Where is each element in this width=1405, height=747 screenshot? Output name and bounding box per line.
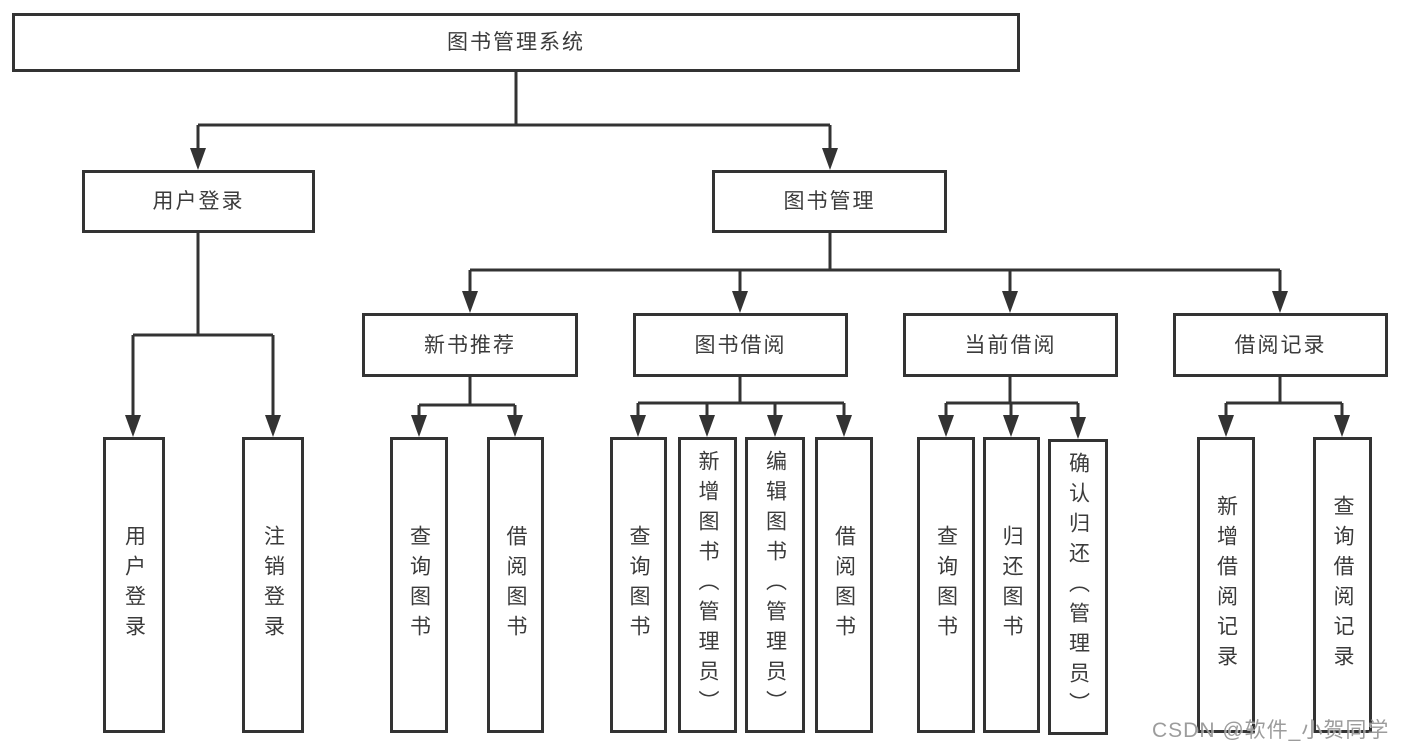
csdn-watermark: CSDN @软件_小贺同学 [1152, 719, 1390, 742]
leaf-bb-query-books: 查询图书 [610, 437, 667, 733]
leaf-cb-return-books: 归还图书 [983, 437, 1040, 733]
leaf-bb-add-book-admin: 新增图书（管理员） [678, 437, 737, 733]
leaf-cb-confirm-return-admin: 确认归还（管理员） [1048, 439, 1108, 735]
node-book-management: 图书管理 [712, 170, 947, 233]
leaf-label: 查询图书 [407, 525, 431, 645]
node-new-book-recommend: 新书推荐 [362, 313, 578, 377]
node-book-borrow: 图书借阅 [633, 313, 848, 377]
leaf-label: 编辑图书（管理员） [763, 450, 787, 720]
leaf-label: 查询借阅记录 [1331, 495, 1354, 675]
leaf-label: 归还图书 [1000, 525, 1023, 645]
leaf-bb-borrow-books: 借阅图书 [815, 437, 873, 733]
node-library-system: 图书管理系统 [12, 13, 1020, 72]
leaf-br-query-record: 查询借阅记录 [1313, 437, 1372, 733]
leaf-nb-borrow-books: 借阅图书 [487, 437, 544, 733]
node-borrow-records: 借阅记录 [1173, 313, 1388, 377]
node-user-login: 用户登录 [82, 170, 315, 233]
leaf-label: 新增借阅记录 [1214, 495, 1238, 675]
leaf-nb-query-books: 查询图书 [390, 437, 448, 733]
leaf-label: 查询图书 [934, 525, 958, 645]
leaf-bb-edit-book-admin: 编辑图书（管理员） [745, 437, 805, 733]
leaf-label: 借阅图书 [832, 525, 856, 645]
leaf-label: 借阅图书 [504, 525, 527, 645]
leaf-label: 新增图书（管理员） [696, 450, 719, 720]
leaf-label: 确认归还（管理员） [1066, 452, 1090, 722]
leaf-logout: 注销登录 [242, 437, 304, 733]
leaf-label: 注销登录 [261, 525, 285, 645]
leaf-label: 用户登录 [122, 525, 146, 645]
leaf-cb-query-books: 查询图书 [917, 437, 975, 733]
leaf-label: 查询图书 [627, 525, 650, 645]
node-current-borrow: 当前借阅 [903, 313, 1118, 377]
leaf-user-login: 用户登录 [103, 437, 165, 733]
leaf-br-add-record: 新增借阅记录 [1197, 437, 1255, 733]
